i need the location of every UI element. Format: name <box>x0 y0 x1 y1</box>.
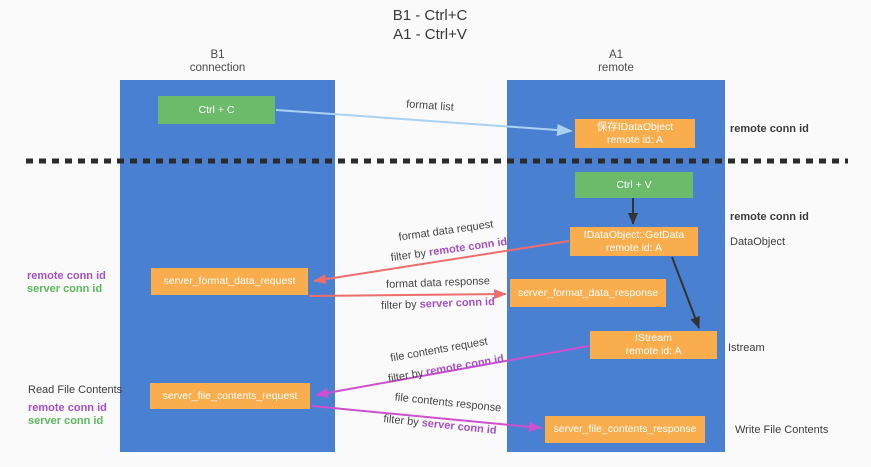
file-contents-response-filter-label: filter by server conn id <box>383 413 497 437</box>
format-data-response-label: format data response <box>385 275 491 291</box>
remote-conn-id-text: remote conn id <box>27 270 106 282</box>
file-contents-response-label: file contents response <box>394 391 502 415</box>
istream-annotation: Istream <box>728 342 765 354</box>
istream-line2: remote id: A <box>625 345 682 357</box>
dataobject-annotation: DataObject <box>730 236 786 248</box>
server-conn-id-text: server conn id <box>421 417 498 437</box>
read-file-contents-text: Read File Contents <box>28 384 123 396</box>
format-request-conn-id-annotation: remote conn id server conn id <box>27 270 106 296</box>
left-column-header: B1 connection <box>120 49 315 75</box>
filter-by-text: filter by <box>387 367 425 386</box>
remote-conn-id-text: remote conn id <box>428 235 508 259</box>
ctrl-c-box: Ctrl + C <box>158 96 275 124</box>
filter-by-text: filter by <box>380 298 417 312</box>
idataobject-getdata-box: IDataObject::GetData remote id: A <box>570 227 698 256</box>
server-file-contents-response-label: server_file_contents_response <box>553 423 697 435</box>
title-line-2: A1 - Ctrl+V <box>393 26 467 43</box>
remote-conn-id-text: remote conn id <box>28 402 107 414</box>
remote-conn-id-text: remote conn id <box>425 352 505 379</box>
filter-by-text: filter by <box>390 247 427 265</box>
remote-conn-id-annotation-2: remote conn id <box>730 211 809 223</box>
istream-line1: IStream <box>635 332 672 344</box>
remote-conn-id-annotation-1: remote conn id <box>730 123 809 135</box>
server-conn-id-text: server conn id <box>28 415 104 427</box>
file-request-annotation: Read File Contents remote conn id server… <box>28 384 122 428</box>
server-file-contents-response-box: server_file_contents_response <box>545 416 705 443</box>
server-file-contents-request-box: server_file_contents_request <box>150 383 310 409</box>
getdata-line2: remote id: A <box>605 241 663 254</box>
server-conn-id-text: server conn id <box>419 296 496 311</box>
server-format-data-response-label: server_format_data_response <box>517 286 659 299</box>
ctrl-v-box: Ctrl + V <box>575 172 693 198</box>
server-conn-id-text: server conn id <box>27 283 103 295</box>
left-column-role: connection <box>189 62 246 74</box>
ctrl-v-label: Ctrl + V <box>616 178 652 191</box>
write-file-contents-annotation: Write File Contents <box>735 424 829 436</box>
title-line-1: B1 - Ctrl+C <box>392 7 468 24</box>
save-dataobject-line1: 保存IDataObject <box>596 120 674 133</box>
server-format-data-request-box: server_format_data_request <box>151 268 308 295</box>
format-data-response-filter-label: filter by server conn id <box>381 296 495 312</box>
filter-by-text: filter by <box>382 413 420 429</box>
server-format-data-response-box: server_format_data_response <box>510 279 666 307</box>
istream-box: IStream remote id: A <box>590 331 717 359</box>
server-format-data-request-label: server_format_data_request <box>163 275 296 287</box>
ctrl-c-label: Ctrl + C <box>198 103 235 116</box>
server-file-contents-request-label: server_file_contents_request <box>162 389 298 402</box>
format-list-label: format list <box>405 98 455 114</box>
diagram-title: B1 - Ctrl+C A1 - Ctrl+V <box>330 6 530 44</box>
save-dataobject-line2: remote id: A <box>606 133 664 146</box>
save-dataobject-box: 保存IDataObject remote id: A <box>575 119 695 148</box>
right-column-name: A1 <box>608 49 624 61</box>
left-column-name: B1 <box>210 49 225 61</box>
right-column-role: remote <box>598 62 634 74</box>
getdata-line1: IDataObject::GetData <box>583 228 685 241</box>
right-column-header: A1 remote <box>505 49 727 75</box>
